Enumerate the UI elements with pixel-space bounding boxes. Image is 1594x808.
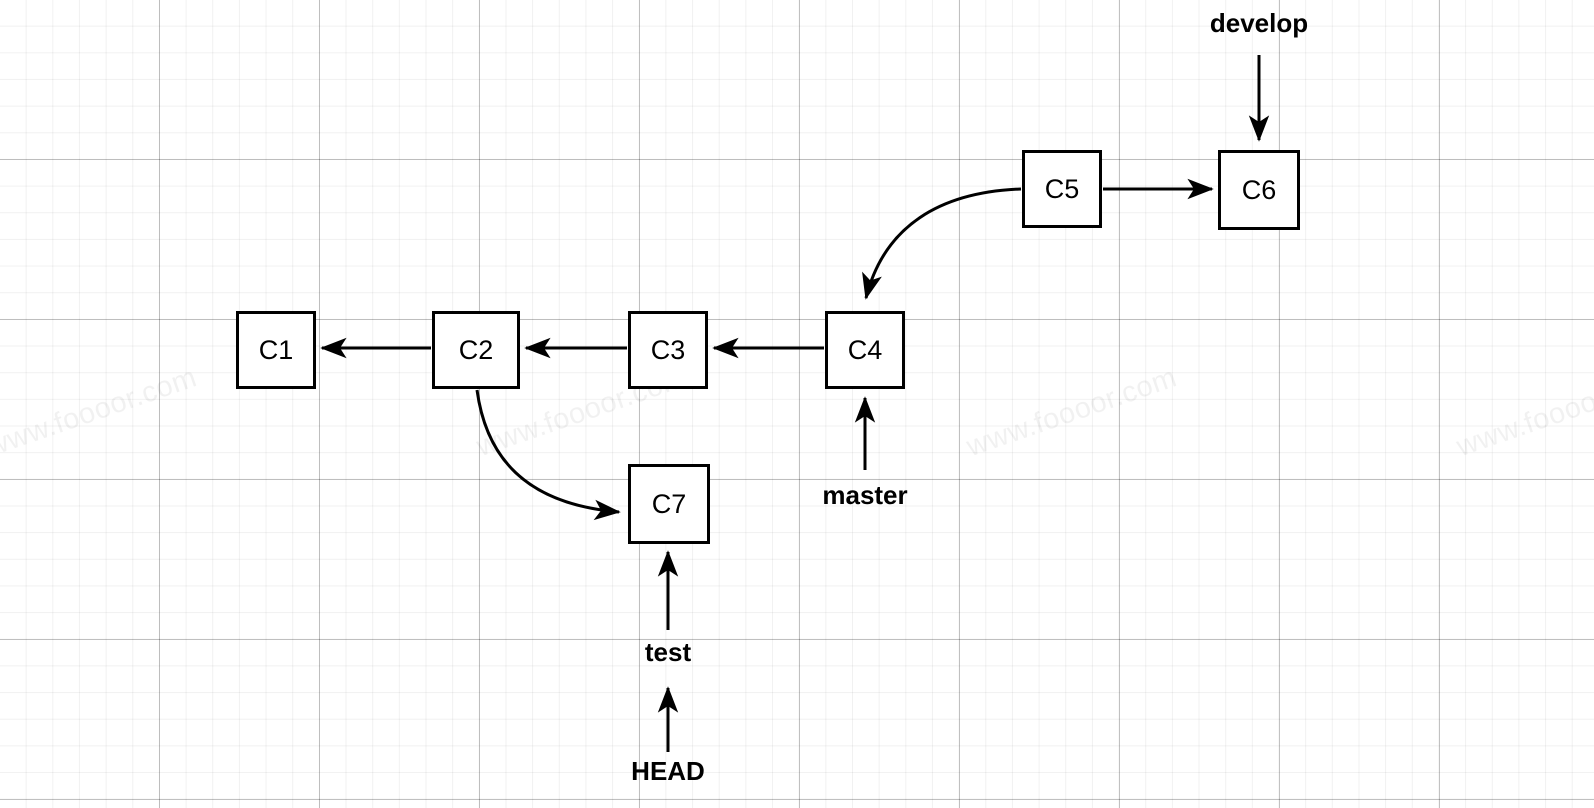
commit-node-c7[interactable]: C7 bbox=[628, 464, 710, 544]
commit-node-c4[interactable]: C4 bbox=[825, 311, 905, 389]
branch-label-develop[interactable]: develop bbox=[1209, 8, 1309, 38]
commit-node-c1[interactable]: C1 bbox=[236, 311, 316, 389]
edge-c5-to-c4 bbox=[862, 187, 1022, 300]
commit-label: C4 bbox=[847, 334, 883, 365]
edge-c2-to-c7 bbox=[475, 389, 621, 521]
commit-label: C5 bbox=[1044, 173, 1080, 204]
commit-label: C6 bbox=[1241, 174, 1277, 205]
watermark: www.foooor.com bbox=[1452, 361, 1594, 464]
commit-node-c5[interactable]: C5 bbox=[1022, 150, 1102, 228]
branch-label-master[interactable]: master bbox=[822, 480, 908, 510]
commit-label: C7 bbox=[651, 488, 687, 519]
commit-node-c2[interactable]: C2 bbox=[432, 311, 520, 389]
watermark: www.foooor.com bbox=[962, 361, 1181, 464]
head-pointer-label[interactable]: HEAD bbox=[631, 756, 705, 786]
commit-label: C2 bbox=[458, 334, 494, 365]
commit-label: C3 bbox=[650, 334, 686, 365]
watermark: www.foooor.com bbox=[0, 361, 201, 464]
commit-node-c6[interactable]: C6 bbox=[1218, 150, 1300, 230]
branch-label-test[interactable]: test bbox=[644, 637, 692, 667]
commit-node-c3[interactable]: C3 bbox=[628, 311, 708, 389]
commit-label: C1 bbox=[258, 334, 294, 365]
